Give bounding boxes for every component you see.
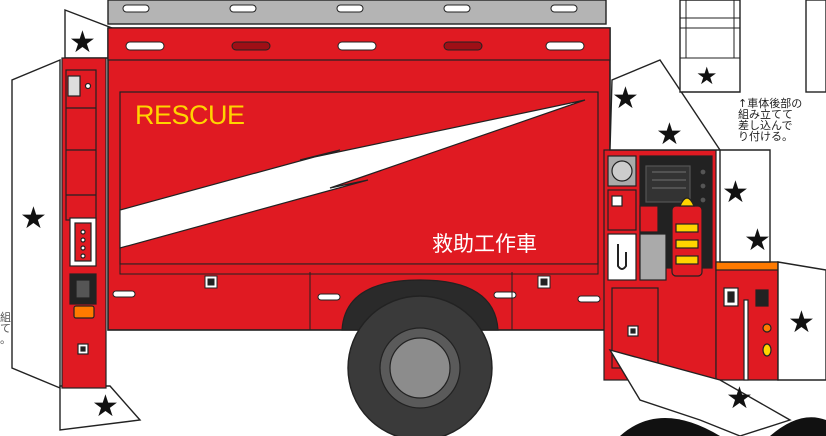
star-icon: ★ — [20, 201, 47, 236]
assembly-note-right: ↑車体後部の 組み立てて 差し込んで り付ける。 — [738, 97, 803, 143]
star-icon: ★ — [656, 117, 683, 152]
left-side-flap — [11, 58, 142, 431]
rescue-label: RESCUE — [135, 100, 245, 130]
light-icon — [545, 41, 585, 51]
star-icon: ★ — [726, 381, 753, 416]
star-icon: ★ — [612, 81, 639, 116]
roof-top — [107, 0, 607, 25]
truck-body — [107, 27, 611, 331]
wheel — [341, 279, 499, 436]
body-handles — [112, 272, 601, 330]
star-icon: ★ — [722, 175, 749, 210]
right-flaps — [608, 0, 826, 436]
light-icon — [125, 41, 165, 51]
right-flap-details — [680, 0, 740, 59]
assembly-note-left: 組 て 。 — [0, 311, 11, 346]
spare-tire-hints — [620, 417, 826, 436]
star-icon: ★ — [744, 223, 771, 258]
light-icon — [337, 41, 377, 51]
light-icon — [231, 41, 271, 51]
left-column — [61, 57, 107, 389]
light-icon — [443, 41, 483, 51]
star-icon: ★ — [788, 305, 815, 340]
rear-cab — [715, 261, 779, 381]
star-markers: ★ ★ ★ ★ ★ ★ ★ ★ ★ ★ — [20, 25, 815, 424]
star-icon: ★ — [92, 389, 119, 424]
star-icon: ★ — [696, 62, 718, 90]
lightning-stripe — [119, 99, 586, 249]
rear-equipment-panel — [603, 149, 717, 381]
vehicle-name-label: 救助工作車 — [432, 232, 537, 256]
star-icon: ★ — [69, 25, 96, 60]
